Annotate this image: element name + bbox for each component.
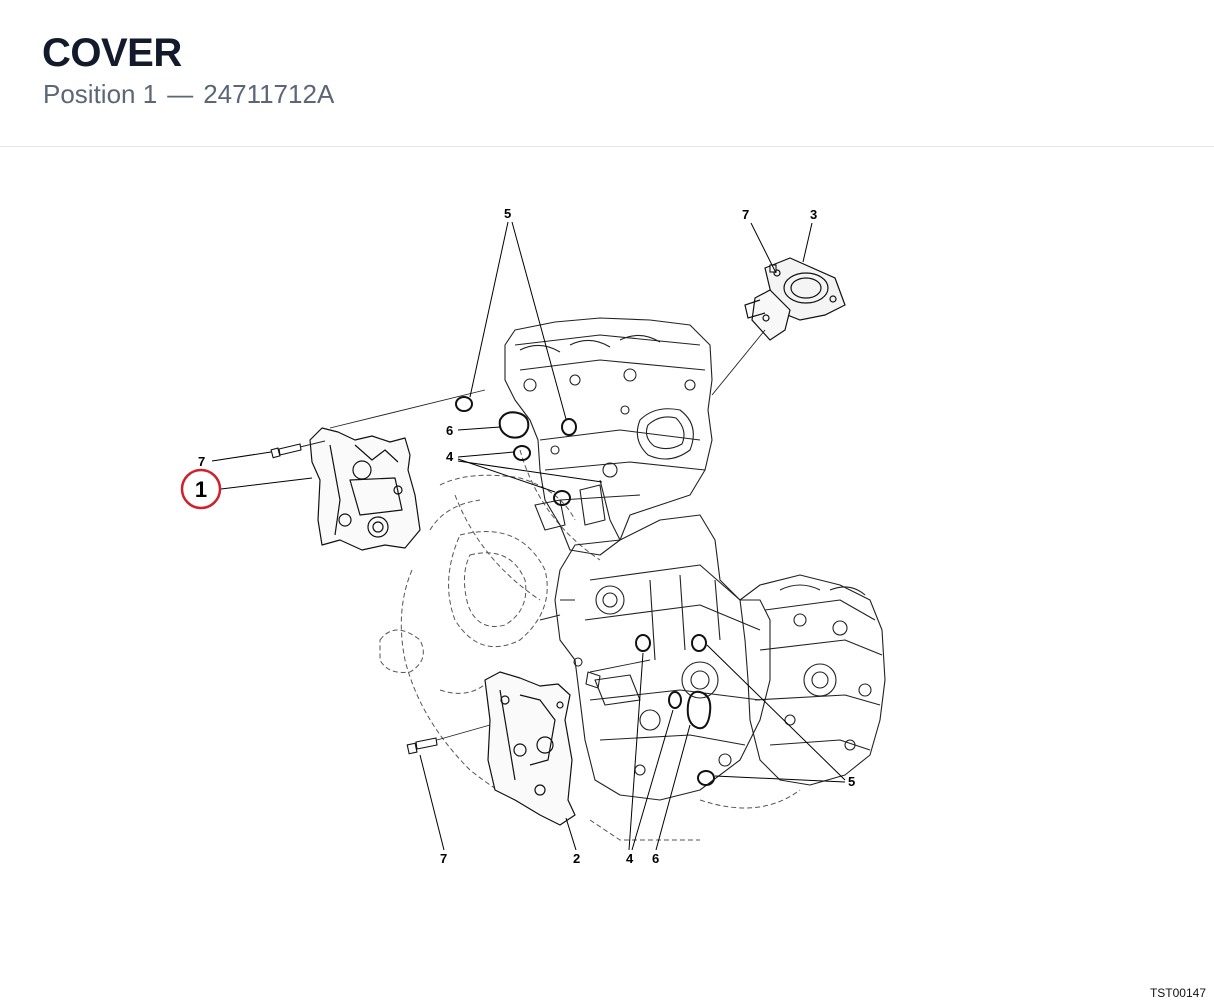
subtitle-separator: — <box>167 79 194 109</box>
page-subtitle: Position 1 — 24711712A <box>43 78 334 110</box>
callout-labels: 5 7 3 6 4 7 7 2 4 6 5 <box>198 206 855 866</box>
gaskets-part-6 <box>498 411 712 730</box>
intake-flange-part-3 <box>744 257 846 341</box>
bolt-bottom <box>406 737 438 755</box>
callout-1-label[interactable]: 1 <box>195 477 207 502</box>
drawing-code: TST00147 <box>1149 986 1206 1000</box>
rear-cover-part-2 <box>484 671 576 826</box>
position-label: Position 1 <box>43 79 158 109</box>
callout-7-left[interactable]: 7 <box>198 454 205 469</box>
selected-callout-1[interactable]: 1 <box>180 468 222 510</box>
bolt-left <box>270 443 302 459</box>
callout-3[interactable]: 3 <box>810 207 817 222</box>
part-number: 24711712A <box>203 79 335 109</box>
callout-leaders <box>211 221 846 851</box>
callout-4-bottom[interactable]: 4 <box>626 851 634 866</box>
bolts-part-7 <box>270 264 777 755</box>
callout-5-top[interactable]: 5 <box>504 206 511 221</box>
page-title: COVER <box>42 31 182 75</box>
page-header: COVER Position 1 — 24711712A <box>0 0 1214 147</box>
engine-block-drawing <box>379 317 886 841</box>
front-cover-part-1 <box>309 427 421 551</box>
bolt-flange <box>769 264 777 273</box>
o-rings-parts-4-5 <box>455 396 715 786</box>
alignment-lines <box>299 329 766 741</box>
callout-5-right[interactable]: 5 <box>848 774 855 789</box>
callout-6-left[interactable]: 6 <box>446 423 453 438</box>
callout-2[interactable]: 2 <box>573 851 580 866</box>
callout-7-bottom[interactable]: 7 <box>440 851 447 866</box>
callout-6-bottom[interactable]: 6 <box>652 851 659 866</box>
selection-ring <box>180 468 222 510</box>
callout-7-top[interactable]: 7 <box>742 207 749 222</box>
callout-4-left[interactable]: 4 <box>446 449 454 464</box>
